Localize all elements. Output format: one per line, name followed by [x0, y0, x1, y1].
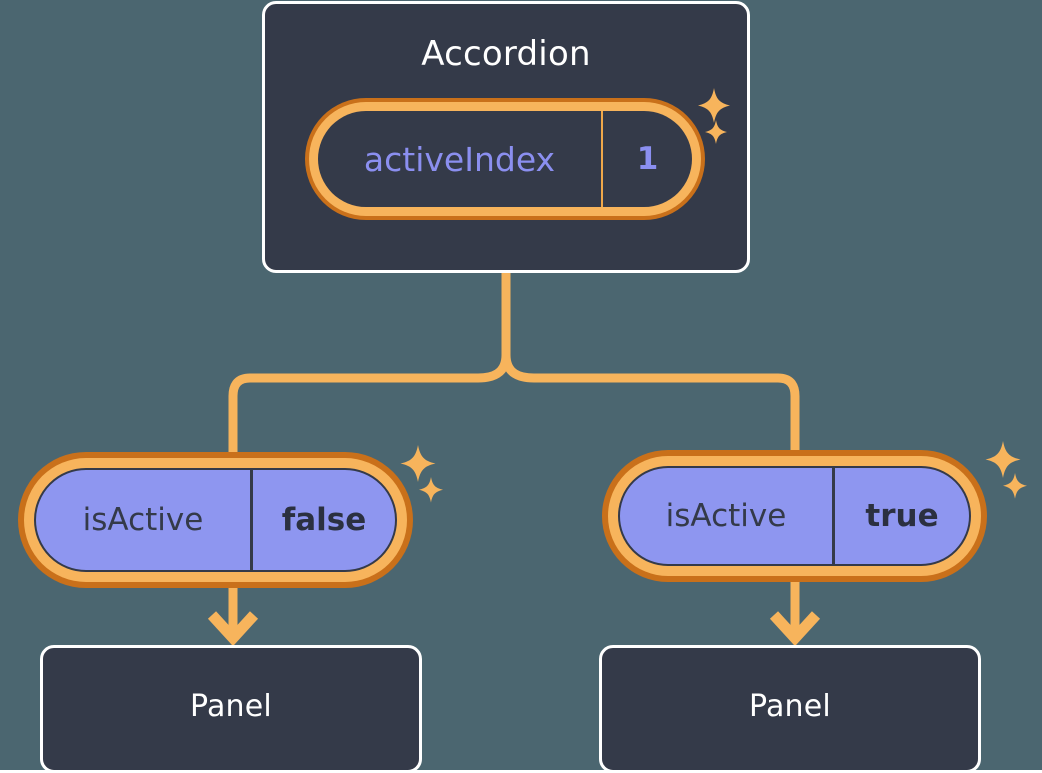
pill-face: isActive false: [34, 468, 397, 572]
state-key-label: isActive: [620, 468, 835, 564]
panel-title: Panel: [749, 689, 831, 724]
page-title: Accordion: [421, 34, 591, 74]
state-value-label: true: [865, 498, 939, 534]
state-value-label: 1: [636, 141, 659, 177]
arrow-down-icon-right: [769, 611, 821, 647]
state-pill-isactive-true[interactable]: isActive true: [602, 450, 987, 582]
state-pill-isactive-false[interactable]: isActive false: [18, 452, 413, 588]
wire-branch-left: [228, 354, 511, 462]
sparkle-four-point-large-icon: [985, 441, 1021, 478]
wire-branch-right: [501, 354, 800, 462]
state-pill-activeindex[interactable]: activeIndex 1: [305, 98, 705, 220]
arrow-down-icon-left: [207, 611, 259, 647]
pill-face: isActive true: [618, 466, 971, 566]
pill-face: activeIndex 1: [318, 111, 692, 207]
state-value-label: false: [281, 502, 367, 538]
component-node-panel-right[interactable]: Panel: [599, 645, 981, 773]
state-key-label: activeIndex: [318, 111, 603, 207]
sparkle-four-point-large-icon: [400, 445, 436, 482]
sparkle-four-point-small-icon: [1003, 473, 1027, 499]
component-node-panel-left[interactable]: Panel: [40, 645, 422, 773]
sparkle-four-point-small-icon: [419, 477, 443, 503]
panel-title: Panel: [190, 689, 272, 724]
state-key-label: isActive: [36, 470, 253, 570]
